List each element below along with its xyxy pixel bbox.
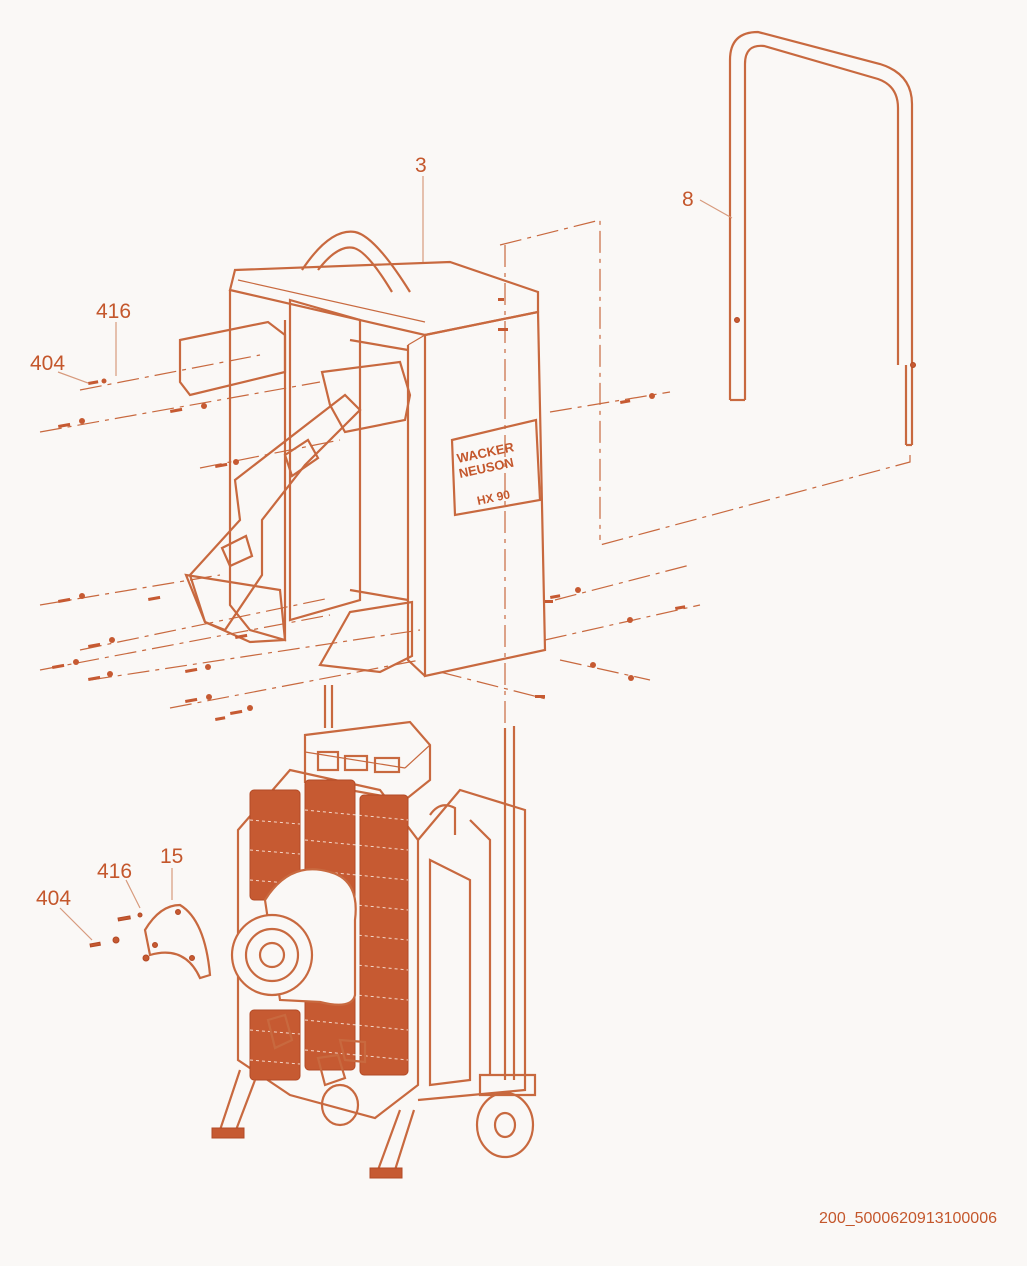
heater-unit	[211, 685, 537, 1179]
callout-15: 15	[160, 845, 183, 868]
callout-8: 8	[682, 188, 694, 211]
guard-plate-part-15	[89, 903, 212, 980]
callout-3: 3	[415, 154, 427, 177]
callout-416-bottom: 416	[97, 860, 132, 883]
callout-404-top: 404	[30, 352, 65, 375]
handle-part-8	[599, 30, 916, 546]
alignment-lines	[39, 219, 701, 730]
model-label: HX 90	[476, 487, 512, 508]
callout-leaders	[57, 176, 733, 941]
bolt-set	[52, 298, 686, 721]
callout-404-bottom: 404	[36, 887, 71, 910]
lifting-frame-part-3: WACKER NEUSON HX 90	[178, 230, 547, 678]
callout-416-top: 416	[96, 300, 131, 323]
document-id: 200_5000620913100006	[819, 1210, 997, 1227]
